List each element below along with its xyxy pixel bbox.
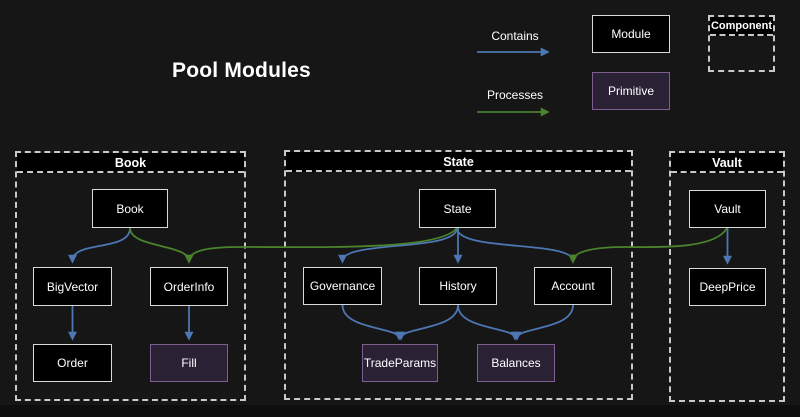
node-orderinfo: OrderInfo (150, 267, 228, 306)
node-deepprice: DeepPrice (689, 268, 766, 306)
legend-module-box: Module (592, 15, 670, 53)
node-fill-label: Fill (181, 356, 197, 370)
node-orderinfo-label: OrderInfo (163, 279, 215, 294)
page-title: Pool Modules (172, 59, 311, 82)
node-state: State (419, 189, 496, 228)
node-fill: Fill (150, 344, 228, 382)
legend-processes-label: Processes (486, 88, 544, 102)
node-account-label: Account (551, 279, 595, 293)
legend-module-label: Module (611, 27, 651, 41)
container-book-title: Book (17, 153, 244, 173)
node-governance-label: Governance (309, 279, 376, 293)
node-deepprice-label: DeepPrice (699, 280, 756, 294)
container-vault-title: Vault (671, 153, 783, 173)
node-book: Book (92, 189, 168, 228)
container-state-title: State (286, 152, 631, 172)
bottom-strip (0, 405, 800, 417)
node-governance: Governance (303, 267, 382, 305)
node-order: Order (33, 344, 112, 382)
node-book-label: Book (116, 201, 144, 216)
container-state: State (284, 150, 633, 400)
node-balances: Balances (477, 344, 555, 382)
node-history-label: History (439, 279, 477, 293)
node-tradeparams: TradeParams (362, 344, 438, 382)
node-tradeparams-label: TradeParams (363, 356, 437, 370)
container-book: Book (15, 151, 246, 401)
node-history: History (419, 267, 497, 305)
node-balances-label: Balances (491, 356, 541, 370)
legend-component-label: Component (710, 17, 773, 36)
node-account: Account (534, 267, 612, 305)
legend-contains-label: Contains (491, 29, 539, 43)
container-vault: Vault (669, 151, 785, 402)
node-state-label: State (443, 201, 472, 216)
legend-primitive-label: Primitive (607, 84, 654, 98)
node-vault-label: Vault (714, 202, 741, 216)
legend-component-box: Component (708, 15, 775, 72)
node-order-label: Order (57, 356, 88, 370)
node-bigvector-label: BigVector (46, 279, 99, 294)
legend-primitive-box: Primitive (592, 72, 670, 110)
node-bigvector: BigVector (33, 267, 112, 306)
node-vault: Vault (689, 190, 766, 228)
